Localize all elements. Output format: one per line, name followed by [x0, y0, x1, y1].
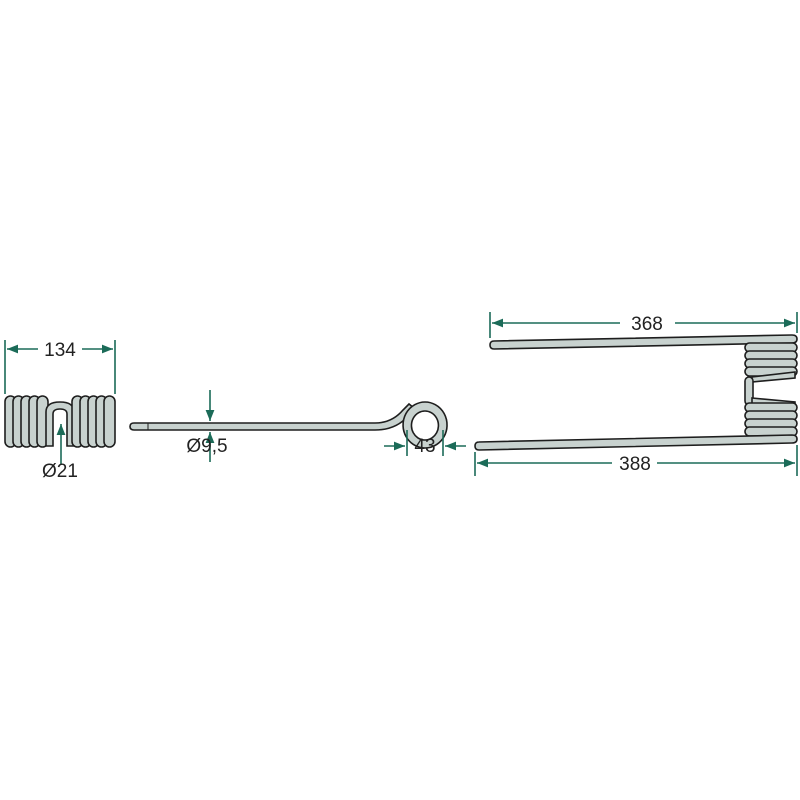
center-loop: [45, 401, 75, 447]
tine-rod: [129, 402, 416, 431]
right-coils: [71, 395, 116, 448]
lower-tine-length-label: 388: [619, 454, 651, 475]
spring-end-view: 134 Ø21: [4, 340, 116, 482]
upper-coils: [744, 342, 798, 377]
coil-loop: [402, 401, 448, 449]
loop-width-label: 43: [414, 436, 435, 457]
left-coils: [4, 395, 49, 448]
tine-top-view: 368 388: [474, 312, 798, 476]
tine-side-view: Ø9,5 43: [129, 390, 466, 462]
lower-tine: [474, 434, 798, 451]
spring-width-label: 134: [44, 340, 76, 361]
wire-diameter-label: Ø9,5: [186, 436, 227, 457]
upper-tine-length-label: 368: [631, 314, 663, 335]
coil-diameter-label: Ø21: [42, 461, 78, 482]
lower-coils: [744, 402, 798, 437]
